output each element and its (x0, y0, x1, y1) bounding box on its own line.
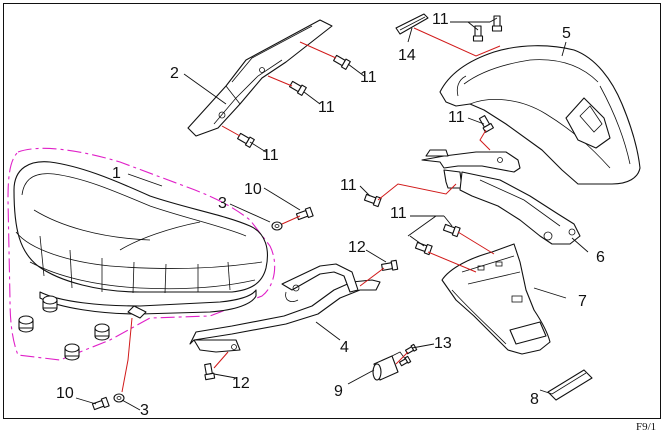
fender-mounting-frame (421, 149, 581, 245)
callout-11-bolt-upper: 11 (360, 69, 377, 86)
bolt-11-lower (237, 132, 255, 148)
callout-12-bolt-upper: 12 (348, 239, 366, 256)
bolt-12-lower (204, 363, 216, 381)
seat-group-outline (7, 147, 276, 361)
rear-fender (439, 45, 641, 185)
callout-labels: 1 2 3 3 4 5 6 7 8 9 10 10 11 11 11 11 11… (56, 11, 605, 419)
plate-light (372, 351, 407, 381)
callout-8-reflector: 8 (530, 391, 539, 408)
callout-10-bolt-upper: 10 (244, 181, 262, 198)
callout-3-washer-upper: 3 (218, 195, 227, 212)
callout-4-grab-rail: 4 (340, 339, 349, 356)
seat-rubber-bumpers (18, 295, 110, 361)
callout-2-side-bracket: 2 (170, 65, 179, 82)
bolt-11-left (363, 193, 382, 208)
callout-9-plate-light: 9 (334, 383, 343, 400)
washer-3-upper (271, 221, 283, 231)
grab-rail (189, 263, 381, 353)
bolt-11-top-a (472, 25, 484, 42)
bolt-11-frame (478, 115, 494, 133)
callout-11-bolt-lower: 11 (262, 147, 279, 164)
seat-cushion (13, 161, 268, 315)
bolt-11-upper (333, 54, 351, 70)
washers (113, 221, 283, 403)
callout-11-bolt-left: 11 (340, 177, 357, 194)
callout-1-seat: 1 (112, 165, 121, 182)
callout-5-rear-fender: 5 (562, 25, 571, 42)
bolts (91, 15, 503, 411)
assembly-lines (121, 27, 501, 393)
license-plate-holder (441, 243, 551, 355)
callout-10-bolt-lower: 10 (56, 385, 74, 402)
bolt-11-holder-a (442, 223, 461, 238)
callout-13-screws: 13 (434, 335, 452, 352)
callout-11-bolt-holder: 11 (390, 205, 407, 222)
bolt-12-upper (381, 259, 399, 271)
callout-6-mounting-frame: 6 (596, 249, 605, 266)
reflector (547, 369, 593, 401)
page-border (3, 3, 661, 419)
callout-11-bolt-frame: 11 (448, 109, 465, 126)
side-bracket (187, 19, 333, 137)
callout-3-washer-lower: 3 (140, 402, 149, 419)
screw-13-b (398, 355, 412, 367)
rubber-strip (395, 13, 429, 35)
callout-11-bolt-top: 11 (432, 11, 449, 28)
washer-3-lower (113, 393, 125, 403)
leader-lines (75, 17, 589, 411)
callout-7-plate-holder: 7 (578, 293, 587, 310)
callout-14-rubber-strip: 14 (398, 47, 416, 64)
bolt-11-middle (289, 80, 307, 96)
page-code: F9/1 (636, 421, 656, 433)
bolt-10-lower (91, 396, 110, 411)
bolt-11-holder-b (414, 241, 433, 256)
callout-11-bolt-middle: 11 (318, 99, 335, 116)
seat-group (7, 147, 276, 361)
callout-12-bolt-lower: 12 (232, 375, 250, 392)
